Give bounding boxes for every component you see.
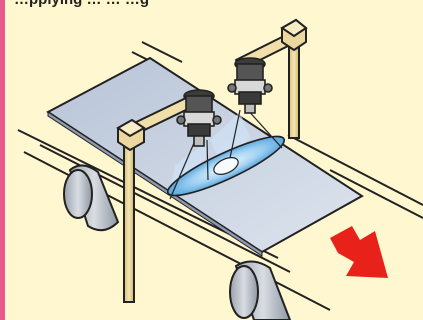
direction-arrow xyxy=(330,226,388,278)
left-border xyxy=(0,0,5,320)
spray-gun-rear xyxy=(228,58,272,113)
